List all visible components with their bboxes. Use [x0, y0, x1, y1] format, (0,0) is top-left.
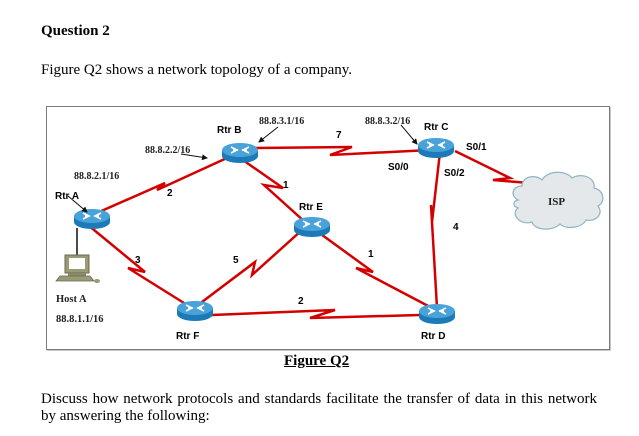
figure-frame: [46, 106, 610, 350]
link-a-b: [89, 150, 241, 218]
cost-a-f: 3: [135, 255, 141, 266]
router-e-icon: [293, 216, 331, 238]
link-f-e: [197, 229, 303, 306]
router-a-label: Rtr A: [55, 191, 79, 202]
link-a-f: [87, 224, 193, 310]
router-a-icon: [73, 208, 111, 230]
ip-label-a-b: 88.8.2.1/16: [74, 171, 119, 182]
link-e-d: [317, 230, 433, 310]
router-d-label: Rtr D: [421, 331, 445, 342]
ip-label-b-a: 88.8.2.2/16: [145, 145, 190, 156]
interface-s01-label: S0/1: [466, 142, 487, 153]
ip-label-c-b: 88.8.3.2/16: [365, 116, 410, 127]
cost-b-e: 1: [283, 180, 289, 191]
link-b-c: [254, 145, 431, 157]
link-f-d: [211, 308, 421, 320]
host-name-label: Host A: [56, 294, 87, 305]
cost-f-e: 5: [233, 255, 239, 266]
isp-label: ISP: [548, 196, 565, 208]
router-c-label: Rtr C: [424, 122, 448, 133]
interface-s02-label: S0/2: [444, 168, 465, 179]
router-d-icon: [418, 303, 456, 325]
question-title: Question 2: [41, 23, 110, 39]
cost-c-d: 4: [453, 222, 459, 233]
router-b-icon: [221, 142, 259, 164]
router-b-label: Rtr B: [217, 125, 241, 136]
router-f-icon: [176, 300, 214, 322]
interface-s00-label: S0/0: [388, 162, 409, 173]
question-body: Discuss how network protocols and standa…: [41, 391, 597, 424]
cost-f-d: 2: [298, 296, 304, 307]
cost-e-d: 1: [368, 249, 374, 260]
cost-a-b: 2: [167, 188, 173, 199]
router-f-label: Rtr F: [176, 331, 199, 342]
link-c-isp: [454, 149, 542, 186]
link-b-e: [239, 156, 306, 223]
cost-b-c: 7: [336, 130, 342, 141]
link-c-d: [429, 151, 442, 309]
host-ip-label: 88.8.1.1/16: [56, 314, 104, 325]
question-intro: Figure Q2 shows a network topology of a …: [41, 62, 353, 78]
ip-label-b-c: 88.8.3.1/16: [259, 116, 304, 127]
figure-caption: Figure Q2: [284, 353, 350, 369]
router-e-label: Rtr E: [299, 202, 323, 213]
host-computer-icon: [55, 254, 100, 283]
router-c-icon: [417, 137, 455, 159]
isp-cloud-icon: [512, 171, 604, 230]
